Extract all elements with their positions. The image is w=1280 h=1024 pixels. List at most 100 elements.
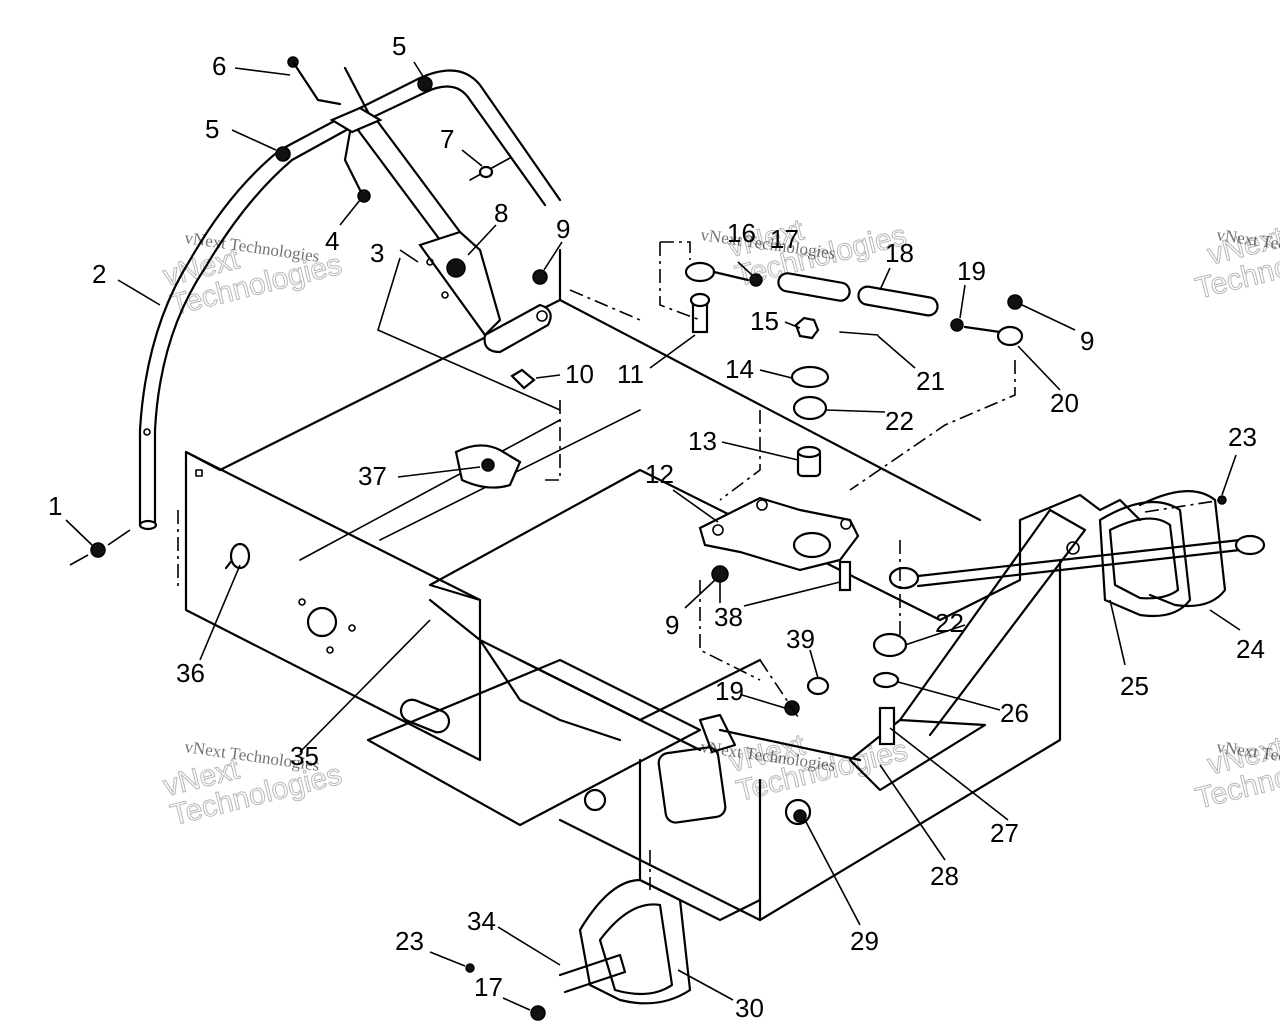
callout-16: 16 (727, 218, 756, 248)
rod-end-39 (806, 676, 830, 696)
right-support-bar (898, 508, 1087, 737)
callout-14: 14 (725, 354, 754, 384)
callout-37: 37 (358, 461, 387, 491)
front-plate-window (657, 746, 727, 824)
rod-end-20-shaft (963, 325, 1002, 334)
bracket-bolt (446, 258, 466, 278)
hole-29 (784, 798, 812, 826)
spindle-plate-30 (578, 878, 692, 1005)
jam-nut-19 (950, 318, 964, 332)
handlebar-tube-outer (138, 69, 562, 527)
plate-12 (698, 496, 860, 572)
handlebar-group (138, 66, 562, 531)
rod-end-shaft (712, 270, 750, 282)
channel-curve (428, 598, 622, 742)
sleeve-18b (857, 285, 939, 317)
skid-slot (399, 698, 451, 734)
callout-19: 19 (957, 256, 986, 286)
callout-23: 23 (395, 926, 424, 956)
column-top (343, 66, 370, 114)
rod-end-right (1234, 534, 1266, 556)
callout-5: 5 (205, 114, 219, 144)
callout-30: 30 (735, 993, 764, 1023)
callout-36: 36 (176, 658, 205, 688)
spindle-plate-24 (1138, 490, 1227, 608)
front-plate-hole (583, 788, 607, 812)
deck-fold-line (299, 419, 561, 561)
callout-34: 34 (467, 906, 496, 936)
nut-9-top (1007, 294, 1023, 310)
center-lines (177, 241, 1223, 890)
bushing-36 (229, 542, 251, 570)
callout-22: 22 (935, 608, 964, 638)
callout-7: 7 (440, 124, 454, 154)
callout-22: 22 (885, 406, 914, 436)
tie-rod-top (684, 261, 1024, 478)
top-deck-edge (218, 298, 982, 522)
callout-17: 17 (474, 972, 503, 1002)
nut-15 (794, 316, 820, 340)
callout-28: 28 (930, 861, 959, 891)
bolt-6-shaft (291, 60, 342, 106)
callout-18: 18 (885, 238, 914, 268)
support-bar-hole (1066, 541, 1080, 555)
callout-25: 25 (1120, 671, 1149, 701)
frame-body (184, 248, 1142, 922)
steering-plate (698, 496, 860, 592)
callout-10: 10 (565, 359, 594, 389)
small-parts (90, 56, 862, 826)
callout-23: 23 (1228, 422, 1257, 452)
callout-15: 15 (750, 306, 779, 336)
callout-labels: 1 2 3 4 5 5 6 7 8 9 9 9 10 11 12 13 14 1… (48, 31, 1265, 1023)
nut-9-a (532, 269, 548, 285)
bolt-hole (348, 624, 356, 632)
spindle-plate-25 (1098, 500, 1192, 618)
spindle-inner-25 (1108, 517, 1180, 600)
bushing-22-lower (872, 632, 908, 658)
spindle-axle (558, 953, 627, 994)
rod-end-lower (888, 566, 920, 590)
callout-11: 11 (617, 359, 644, 389)
callout-12: 12 (645, 459, 674, 489)
deck-front-edge (428, 468, 642, 602)
nut-4 (357, 189, 371, 203)
plate-edge (184, 450, 222, 472)
callout-2: 2 (92, 259, 106, 289)
callout-26: 26 (1000, 698, 1029, 728)
lower-tie-rod (872, 534, 1266, 746)
body-upper-right (638, 468, 1142, 622)
bushing-22-top (792, 395, 828, 421)
tube-hole (143, 428, 151, 436)
lower-spindle (465, 878, 692, 1021)
pitman-arm (483, 303, 552, 354)
cap-1 (90, 542, 106, 558)
left-plate-hole (306, 606, 338, 638)
rod-end-20 (996, 325, 1024, 347)
callout-21: 21 (916, 366, 945, 396)
handlebar-tube-inner (153, 85, 547, 527)
drag-link (718, 728, 862, 762)
callout-38: 38 (714, 602, 743, 632)
channel-line-2 (518, 658, 702, 752)
plate-boss (792, 531, 832, 559)
spindle-inner-30 (598, 903, 674, 996)
callout-17: 17 (770, 224, 799, 254)
nut-17-lower (530, 1005, 546, 1021)
callout-1: 1 (48, 491, 62, 521)
column-bracket (418, 230, 502, 337)
callout-4: 4 (325, 226, 339, 256)
callout-13: 13 (688, 426, 717, 456)
body-lower-right (558, 558, 1062, 922)
callout-6: 6 (212, 51, 226, 81)
right-spindle (1098, 490, 1227, 618)
callout-19: 19 (715, 676, 744, 706)
clamp-5-right (417, 76, 433, 92)
leader-lines (65, 61, 1241, 1011)
sleeve-18a (777, 272, 851, 302)
tie-rod-lower (916, 538, 1242, 588)
bolt-29 (793, 809, 807, 823)
washer-14 (790, 365, 830, 389)
callout-5: 5 (392, 31, 406, 61)
bolt-hole (298, 598, 306, 606)
